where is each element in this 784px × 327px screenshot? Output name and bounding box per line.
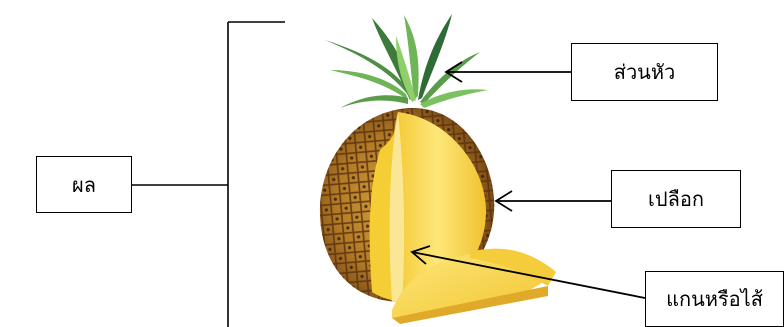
fruit-bracket	[132, 22, 285, 327]
fruit-label: ผล	[36, 156, 132, 213]
fruit-label-text: ผล	[72, 169, 96, 201]
peel-arrow	[496, 191, 611, 211]
crown-arrow	[446, 62, 571, 82]
crown-label: ส่วนหัว	[571, 43, 718, 101]
peel-label-text: เปลือก	[648, 183, 704, 215]
core-label: แกนหรือไส้	[645, 271, 784, 327]
crown-label-text: ส่วนหัว	[614, 56, 676, 88]
core-label-text: แกนหรือไส้	[666, 283, 763, 315]
pineapple-crown	[325, 14, 488, 108]
peel-label: เปลือก	[611, 170, 741, 228]
